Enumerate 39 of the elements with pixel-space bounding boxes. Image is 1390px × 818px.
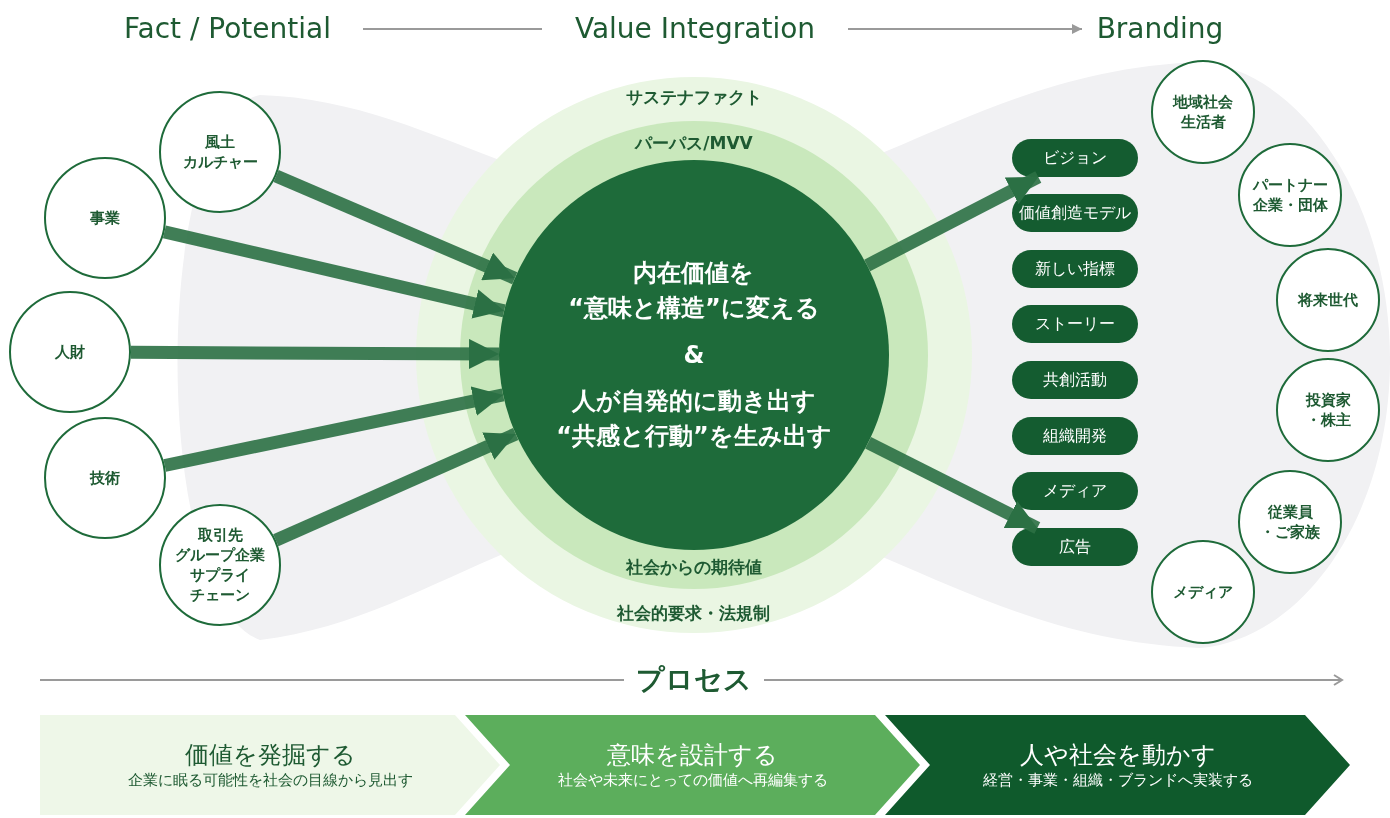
arrow bbox=[162, 225, 506, 319]
step-title: 価値を発掘する bbox=[184, 739, 356, 771]
arrow bbox=[130, 338, 500, 369]
step-description: 企業に眠る可能性を社会の目線から見出す bbox=[127, 770, 413, 791]
step-description: 社会や未来にとっての価値へ再編集する bbox=[557, 770, 828, 791]
arrow bbox=[273, 428, 519, 547]
circle-node: 風土カルチャー bbox=[159, 91, 281, 213]
pill-node: 価値創造モデル bbox=[1012, 194, 1138, 232]
pill-node: 新しい指標 bbox=[1012, 250, 1138, 288]
chevron-step bbox=[40, 715, 500, 815]
arrow bbox=[864, 171, 1042, 272]
arrow bbox=[273, 170, 518, 285]
heading-text: Fact / Potential bbox=[100, 8, 355, 50]
circle-node: 技術 bbox=[44, 417, 166, 539]
heading-text: Branding bbox=[1090, 8, 1230, 50]
ring-text: 社会からの期待値 bbox=[625, 556, 763, 579]
ring-text: パーパス/MVV bbox=[633, 132, 754, 155]
step-title: 人や社会を動かす bbox=[1019, 739, 1216, 771]
pill-node: メディア bbox=[1012, 472, 1138, 510]
center-text: 人が自発的に動き出す“共感と行動”を生み出す bbox=[556, 386, 832, 453]
circle-node: 事業 bbox=[44, 157, 166, 279]
pill-node: 共創活動 bbox=[1012, 361, 1138, 399]
arrow bbox=[865, 437, 1041, 534]
pill-node: ストーリー bbox=[1012, 305, 1138, 343]
ring-text: 社会的要求・法規制 bbox=[616, 602, 772, 625]
arrow bbox=[163, 386, 505, 472]
connector-line bbox=[362, 28, 543, 30]
circle-node: 取引先グループ企業サプライチェーン bbox=[159, 504, 281, 626]
circle-node: 人財 bbox=[9, 291, 131, 413]
step-title: 意味を設計する bbox=[607, 739, 778, 771]
pill-node: 組織開発 bbox=[1012, 417, 1138, 455]
center-text: 内在価値を“意味と構造”に変える bbox=[568, 258, 820, 324]
ring-text: サステナファクト bbox=[625, 86, 763, 109]
arrow bbox=[847, 24, 1083, 34]
pill-node: 広告 bbox=[1012, 528, 1138, 566]
step-description: 経営・事業・組織・ブランドへ実装する bbox=[982, 770, 1253, 791]
center-text: & bbox=[683, 339, 705, 371]
heading-text: Value Integration bbox=[550, 8, 840, 50]
pill-node: ビジョン bbox=[1012, 139, 1138, 177]
